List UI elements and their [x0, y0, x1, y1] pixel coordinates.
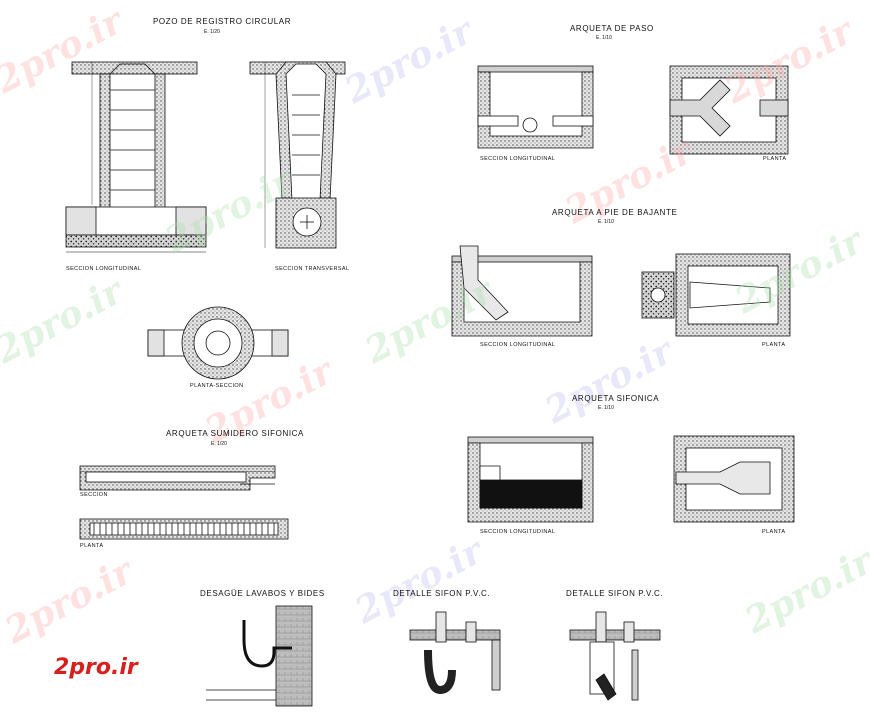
desague-drawing [206, 605, 313, 707]
arq-sifonica-planta [673, 435, 795, 523]
pozo-title: POZO DE REGISTRO CIRCULAR [153, 17, 292, 26]
sifon1-drawing [409, 611, 501, 695]
pozo-caption-trans: SECCION TRANSVERSAL [275, 266, 350, 272]
pozo-caption-long: SECCION LONGITUDINAL [66, 266, 142, 272]
sumidero-planta [79, 518, 289, 540]
arq-paso-planta [669, 65, 789, 155]
sumidero-scale: E. 1/20 [211, 441, 227, 447]
site-logo: 2pro.ir [54, 655, 138, 680]
pozo-planta-seccion [147, 306, 289, 380]
arq-bajante-scale: E. 1/10 [598, 219, 614, 225]
arq-paso-caption-long: SECCION LONGITUDINAL [480, 156, 556, 162]
sifon2-drawing [569, 611, 661, 701]
sumidero-title: ARQUETA SUMIDERO SIFONICA [166, 429, 304, 438]
arq-paso-scale: E. 1/10 [596, 35, 612, 41]
arq-bajante-title: ARQUETA A PIE DE BAJANTE [552, 208, 678, 217]
desague-title: DESAGÜE LAVABOS Y BIDES [200, 589, 325, 598]
arq-bajante-seccion [451, 245, 593, 337]
sifon1-title: DETALLE SIFON P.V.C. [393, 589, 491, 598]
arq-sifonica-seccion [467, 436, 594, 523]
pozo-scale: E. 1/20 [204, 29, 220, 35]
arq-bajante-planta [641, 253, 791, 337]
arq-paso-caption-planta: PLANTA [763, 156, 787, 162]
arq-paso-title: ARQUETA DE PASO [570, 24, 654, 33]
sifon2-title: DETALLE SIFON P.V.C. [566, 589, 664, 598]
pozo-seccion-longitudinal [65, 61, 207, 253]
sumidero-seccion [79, 465, 276, 491]
arq-sifonica-title: ARQUETA SIFONICA [572, 394, 660, 403]
sumidero-caption-planta: PLANTA [80, 543, 104, 549]
pozo-caption-planta: PLANTA-SECCION [190, 383, 244, 389]
arq-paso-seccion [477, 65, 594, 149]
arq-sifonica-scale: E. 1/10 [598, 405, 614, 411]
arq-sifonica-caption-planta: PLANTA [762, 529, 786, 535]
sumidero-caption-seccion: SECCION [80, 492, 108, 498]
arq-bajante-caption-planta: PLANTA [762, 342, 786, 348]
arq-bajante-caption-long: SECCION LONGITUDINAL [480, 342, 556, 348]
pozo-seccion-transversal [249, 61, 346, 249]
arq-sifonica-caption-long: SECCION LONGITUDINAL [480, 529, 556, 535]
